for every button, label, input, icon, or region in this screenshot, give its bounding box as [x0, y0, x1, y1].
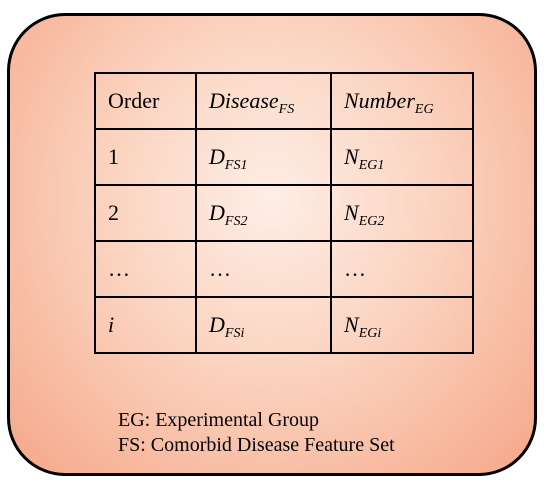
cell-number-subscript: EGi — [358, 326, 382, 341]
header-order: Order — [94, 72, 197, 130]
cell-disease-subscript: FSi — [224, 326, 245, 341]
header-number-label: Number — [344, 88, 415, 113]
cell-number: NEG2 — [330, 184, 474, 242]
cell-number-value: … — [344, 256, 366, 281]
cell-disease: DFSi — [195, 296, 332, 354]
cell-number: NEG1 — [330, 128, 474, 186]
cell-number: … — [330, 240, 474, 298]
cell-disease-value: D — [209, 312, 225, 337]
cell-disease: … — [195, 240, 332, 298]
header-disease: DiseaseFS — [195, 72, 332, 130]
cell-number: NEGi — [330, 296, 474, 354]
cell-disease-value: D — [209, 144, 225, 169]
cell-order: … — [94, 240, 197, 298]
table-row: … … … — [94, 240, 474, 298]
cell-number-subscript: EG2 — [358, 214, 385, 229]
cell-number-subscript: EG1 — [358, 158, 385, 173]
header-number-subscript: EG — [414, 102, 434, 117]
cell-order-value: … — [108, 256, 130, 281]
cell-order: 2 — [94, 184, 197, 242]
cell-number-value: N — [344, 144, 359, 169]
disease-table: Order DiseaseFS NumberEG 1 DFS1 NEG1 2 D… — [94, 72, 474, 354]
header-disease-label: Disease — [209, 88, 279, 113]
legend-line-eg: EG: Experimental Group — [118, 409, 320, 431]
cell-order-value: 1 — [108, 144, 119, 169]
cell-disease: DFS1 — [195, 128, 332, 186]
cell-order-value: 2 — [108, 200, 119, 225]
cell-number-value: N — [344, 200, 359, 225]
cell-disease: DFS2 — [195, 184, 332, 242]
header-number: NumberEG — [330, 72, 474, 130]
diagram-panel: Order DiseaseFS NumberEG 1 DFS1 NEG1 2 D… — [7, 13, 537, 476]
cell-disease-value: … — [209, 256, 231, 281]
cell-number-value: N — [344, 312, 359, 337]
table-row: 1 DFS1 NEG1 — [94, 128, 474, 186]
cell-order: i — [94, 296, 197, 354]
table-header-row: Order DiseaseFS NumberEG — [94, 72, 474, 130]
header-disease-subscript: FS — [278, 102, 295, 117]
legend-line-fs: FS: Comorbid Disease Feature Set — [118, 434, 395, 456]
table-row: 2 DFS2 NEG2 — [94, 184, 474, 242]
legend: EG: Experimental Group FS: Comorbid Dise… — [118, 408, 395, 458]
cell-disease-subscript: FS2 — [224, 214, 248, 229]
cell-disease-subscript: FS1 — [224, 158, 248, 173]
table-row: i DFSi NEGi — [94, 296, 474, 354]
cell-disease-value: D — [209, 200, 225, 225]
header-order-label: Order — [108, 88, 160, 113]
cell-order: 1 — [94, 128, 197, 186]
cell-order-value: i — [108, 312, 115, 337]
